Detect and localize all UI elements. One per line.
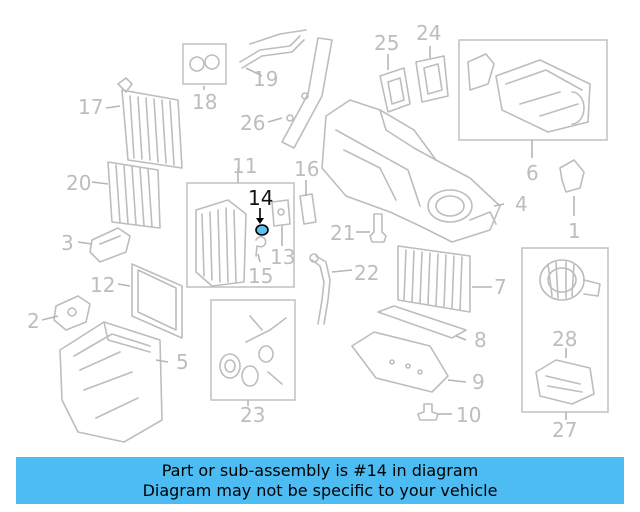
part-8-seal-strip [377, 305, 467, 339]
part-20-radiator [107, 161, 161, 229]
part-19-pipes [239, 29, 307, 69]
label-19: 19 [253, 67, 278, 91]
label-23: 23 [240, 403, 265, 427]
group-box-27 [521, 247, 609, 413]
label-6: 6 [526, 161, 539, 185]
label-4: 4 [515, 192, 528, 216]
info-banner: Part or sub-assembly is #14 in diagram D… [16, 457, 624, 504]
label-1: 1 [568, 219, 581, 243]
label-15: 15 [248, 264, 273, 288]
label-12: 12 [90, 273, 115, 297]
group-box-23 [210, 299, 296, 401]
group-box-6 [458, 39, 608, 141]
label-8: 8 [474, 328, 487, 352]
label-13: 13 [270, 245, 295, 269]
label-17: 17 [78, 95, 103, 119]
part-number-labels: 1 2 3 4 5 6 7 8 9 10 11 12 13 14 15 16 1… [27, 21, 581, 442]
label-11: 11 [232, 154, 257, 178]
group-box-11 [186, 182, 295, 288]
part-26-bracket [281, 37, 333, 149]
leader-lines [41, 46, 575, 420]
label-9: 9 [472, 370, 485, 394]
label-2: 2 [27, 309, 40, 333]
part-14-seal [255, 208, 269, 236]
part-22-hose [309, 253, 331, 325]
part-18-clips [182, 43, 227, 85]
label-18: 18 [192, 90, 217, 114]
label-14: 14 [248, 186, 273, 210]
label-27: 27 [552, 418, 577, 442]
part-21-sensor [369, 213, 387, 243]
part-16-clip [299, 193, 317, 225]
part-1-bracket [559, 159, 585, 193]
part-23-grommets [219, 315, 287, 387]
part-25-gasket [379, 67, 411, 113]
part-27-blower-motor [539, 259, 601, 301]
part-12-frame [131, 263, 183, 339]
part-15-oring [255, 236, 267, 257]
label-3: 3 [61, 231, 74, 255]
label-22: 22 [354, 261, 379, 285]
part-9-pad [351, 331, 449, 393]
label-21: 21 [330, 221, 355, 245]
label-5: 5 [176, 350, 189, 374]
part-28-resistor [535, 359, 595, 405]
part-2-actuator [53, 295, 91, 331]
banner-part-text: Part or sub-assembly is #14 in diagram [161, 460, 479, 480]
label-26: 26 [240, 111, 265, 135]
label-24: 24 [416, 21, 441, 45]
label-25: 25 [374, 31, 399, 55]
part-3-sensor [89, 227, 131, 263]
label-20: 20 [66, 171, 91, 195]
label-7: 7 [494, 275, 507, 299]
label-28: 28 [552, 327, 577, 351]
part-11-evaporator [195, 199, 247, 287]
part-24-gasket [415, 55, 449, 103]
part-13-expansion-valve [271, 199, 291, 227]
part-17-heater-core [117, 77, 183, 169]
label-10: 10 [456, 403, 481, 427]
label-16: 16 [294, 157, 319, 181]
part-7-cabin-filter [397, 245, 471, 313]
part-10-screw [417, 403, 439, 421]
banner-disclaimer-text: Diagram may not be specific to your vehi… [142, 480, 498, 500]
part-5-lower-housing [59, 321, 163, 443]
part-4-main-housing [321, 99, 501, 243]
part-6-blower [467, 53, 591, 133]
